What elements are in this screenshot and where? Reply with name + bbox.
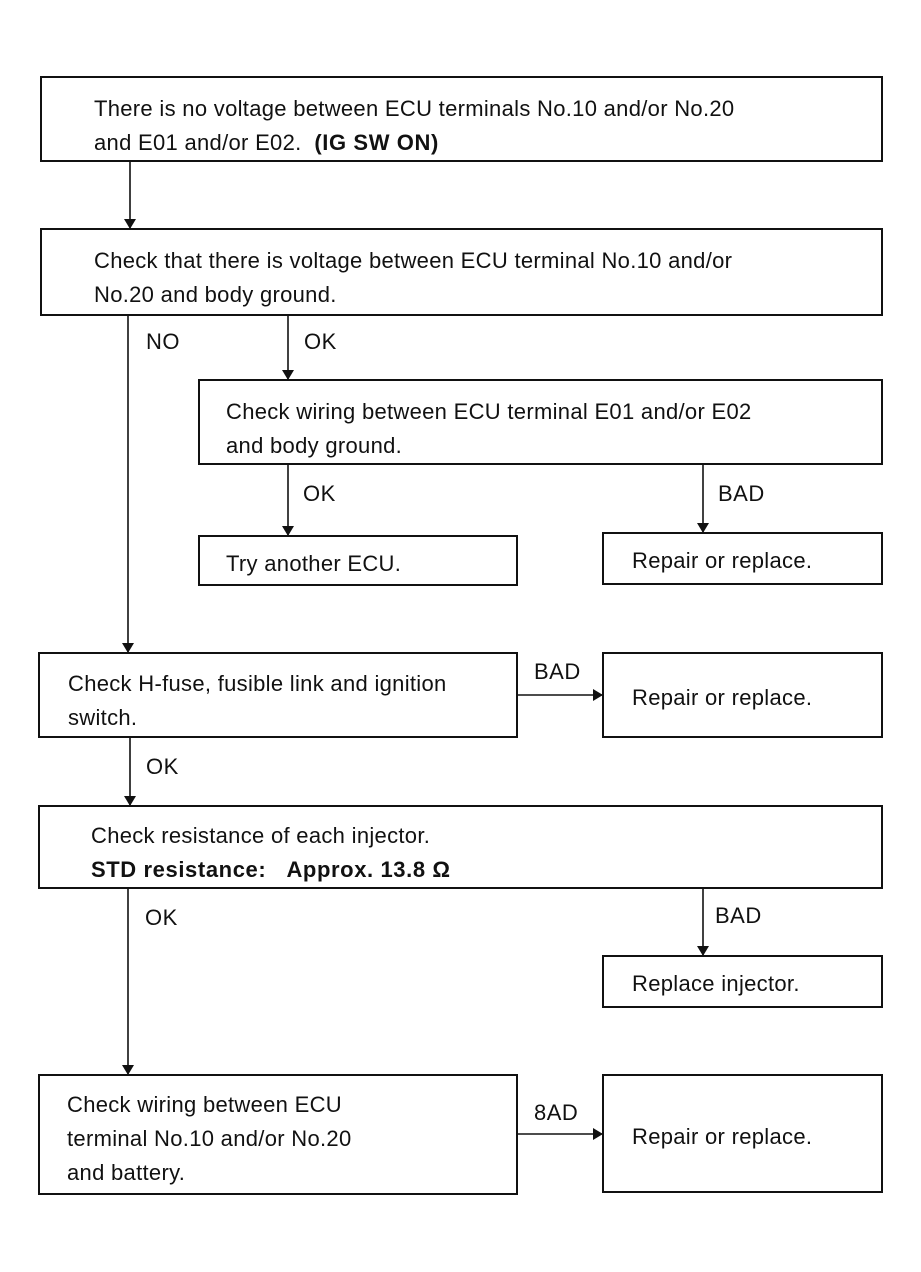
box-check-fuse: Check H-fuse, fusible link and ignition … bbox=[38, 652, 518, 738]
box-no-voltage: There is no voltage between ECU terminal… bbox=[40, 76, 883, 162]
label-bad-2: BAD bbox=[534, 659, 581, 684]
box-no-voltage-line2: and E01 and/or E02. (IG SW ON) bbox=[94, 126, 881, 160]
box-no-voltage-line2-text: and E01 and/or E02. bbox=[94, 130, 302, 155]
box-repair-or-replace-3: Repair or replace. bbox=[602, 1074, 883, 1193]
box-check-fuse-line1: Check H-fuse, fusible link and ignition bbox=[68, 671, 447, 696]
label-no: NO bbox=[146, 329, 180, 354]
label-ok-2: OK bbox=[303, 481, 336, 506]
label-bad-1: BAD bbox=[718, 481, 765, 506]
label-ok-4: OK bbox=[145, 905, 178, 930]
box-repair-or-replace-1: Repair or replace. bbox=[602, 532, 883, 585]
box-replace-injector-line1: Replace injector. bbox=[632, 971, 800, 996]
label-ok-3: OK bbox=[146, 754, 179, 779]
box-check-injector-line2: STD resistance: Approx. 13.8 Ω bbox=[91, 853, 881, 887]
box-try-another-ecu: Try another ECU. bbox=[198, 535, 518, 586]
box-check-injector-line1: Check resistance of each injector. bbox=[91, 823, 431, 848]
box-check-wiring-battery-line1: Check wiring between ECU bbox=[67, 1092, 342, 1117]
box-check-fuse-line2: switch. bbox=[68, 705, 138, 730]
label-bad-3: BAD bbox=[715, 903, 762, 928]
std-resistance-value: Approx. 13.8 Ω bbox=[286, 857, 451, 882]
std-resistance-label: STD resistance: bbox=[91, 857, 267, 882]
box-check-wiring-ground: Check wiring between ECU terminal E01 an… bbox=[198, 379, 883, 465]
box-repair-or-replace-2-line1: Repair or replace. bbox=[632, 685, 813, 710]
box-no-voltage-line1: There is no voltage between ECU terminal… bbox=[94, 96, 735, 121]
box-repair-or-replace-3-line1: Repair or replace. bbox=[632, 1124, 813, 1149]
label-ok-1: OK bbox=[304, 329, 337, 354]
box-check-wiring-battery-line2: terminal No.10 and/or No.20 bbox=[67, 1126, 352, 1151]
box-check-wiring-ground-line1: Check wiring between ECU terminal E01 an… bbox=[226, 399, 752, 424]
box-check-voltage-line2: No.20 and body ground. bbox=[94, 282, 337, 307]
label-bad-4: 8AD bbox=[534, 1100, 579, 1125]
box-no-voltage-ig-sw-on: (IG SW ON) bbox=[314, 130, 439, 155]
box-repair-or-replace-2: Repair or replace. bbox=[602, 652, 883, 738]
box-repair-or-replace-1-line1: Repair or replace. bbox=[632, 548, 813, 573]
box-replace-injector: Replace injector. bbox=[602, 955, 883, 1008]
box-check-wiring-ground-line2: and body ground. bbox=[226, 433, 403, 458]
box-check-voltage: Check that there is voltage between ECU … bbox=[40, 228, 883, 316]
box-check-wiring-battery: Check wiring between ECU terminal No.10 … bbox=[38, 1074, 518, 1195]
box-check-injector: Check resistance of each injector. STD r… bbox=[38, 805, 883, 889]
box-check-wiring-battery-line3: and battery. bbox=[67, 1160, 186, 1185]
box-check-voltage-line1: Check that there is voltage between ECU … bbox=[94, 248, 733, 273]
box-try-another-ecu-line1: Try another ECU. bbox=[226, 551, 402, 576]
